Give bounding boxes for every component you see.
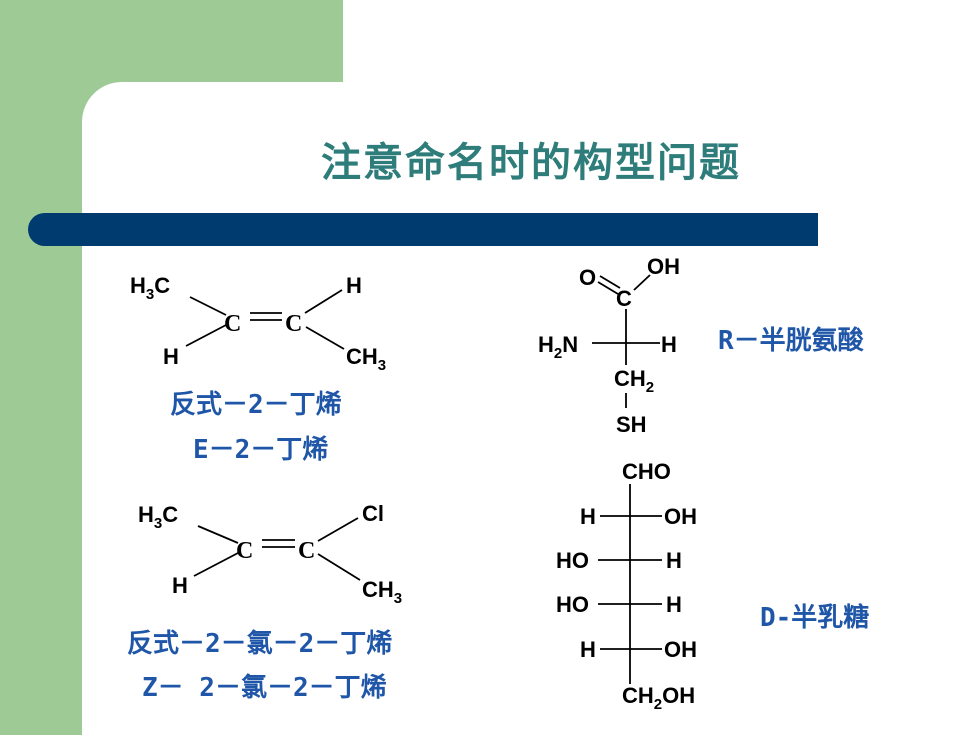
s1-top-right-atom: H — [346, 273, 362, 298]
s1-top-left-atom: H3C — [130, 273, 170, 303]
slide-title: 注意命名时的构型问题 — [321, 140, 741, 186]
s2-carbon-1: C — [236, 538, 253, 564]
s3-oxygen: O — [579, 265, 596, 290]
s4-r3-right: H — [666, 592, 682, 617]
s4-r3-left: HO — [556, 592, 589, 617]
structure-1: H3C H H CH3 C C — [130, 273, 386, 374]
s1-bond-bottom-left — [185, 324, 227, 347]
s2-bond-bottom-left — [193, 552, 239, 577]
s1-bond-top-left — [189, 296, 227, 316]
s2-bottom-right-atom: CH3 — [362, 577, 402, 607]
s4-r4-left: H — [580, 637, 596, 662]
s2-top-right-atom: Cl — [362, 501, 384, 526]
content-panel — [82, 82, 980, 735]
s1-name-trans: 反式－2－丁烯 — [170, 390, 342, 420]
s4-r1-right: OH — [664, 504, 697, 529]
s1-bottom-right-atom: CH3 — [346, 344, 386, 374]
structure-4: CHO H OH HO H HO H H OH CH2OH — [556, 459, 697, 713]
s4-r4-right: OH — [664, 637, 697, 662]
s3-carbonyl-carbon: C — [616, 286, 632, 311]
structure-2: H3C Cl H CH3 C C — [138, 501, 402, 607]
s2-bottom-left-atom: H — [172, 573, 188, 598]
s1-bottom-left-atom: H — [163, 344, 179, 369]
s1-name-e: E－2－丁烯 — [193, 435, 329, 465]
s3-hydroxyl: OH — [647, 254, 680, 279]
s3-co-double-b — [599, 275, 621, 289]
s2-carbon-2: C — [298, 538, 315, 564]
s3-co-double-a — [597, 281, 619, 295]
s3-c-oh-bond — [633, 274, 651, 291]
s1-bond-bottom-right — [305, 326, 345, 350]
s2-name-trans: 反式－2－氯－2－丁烯 — [127, 629, 393, 659]
s4-aldehyde: CHO — [622, 459, 671, 484]
title-underline-bar — [28, 213, 818, 246]
s1-carbon-2: C — [285, 311, 302, 337]
s3-thiol: SH — [616, 412, 647, 437]
s2-name-z: Z－ 2－氯－2－丁烯 — [142, 673, 387, 703]
s1-bond-top-right — [304, 289, 343, 314]
s3-hydrogen: H — [661, 332, 677, 357]
s4-r2-left: HO — [556, 548, 589, 573]
s3-amine: H2N — [538, 332, 578, 362]
s4-hydroxymethyl: CH2OH — [622, 683, 695, 713]
s4-name: D-半乳糖 — [760, 603, 870, 633]
s3-methylene: CH2 — [614, 366, 654, 396]
structure-3: O OH C H2N H CH2 SH — [538, 254, 680, 437]
s4-r2-right: H — [666, 548, 682, 573]
s2-top-left-atom: H3C — [138, 502, 178, 532]
s2-bond-bottom-right — [317, 553, 361, 581]
s4-r1-left: H — [580, 504, 596, 529]
s2-bond-top-right — [317, 517, 359, 542]
s3-name: R－半胱氨酸 — [718, 326, 864, 356]
s2-bond-top-left — [197, 525, 239, 544]
s1-carbon-1: C — [224, 311, 241, 337]
